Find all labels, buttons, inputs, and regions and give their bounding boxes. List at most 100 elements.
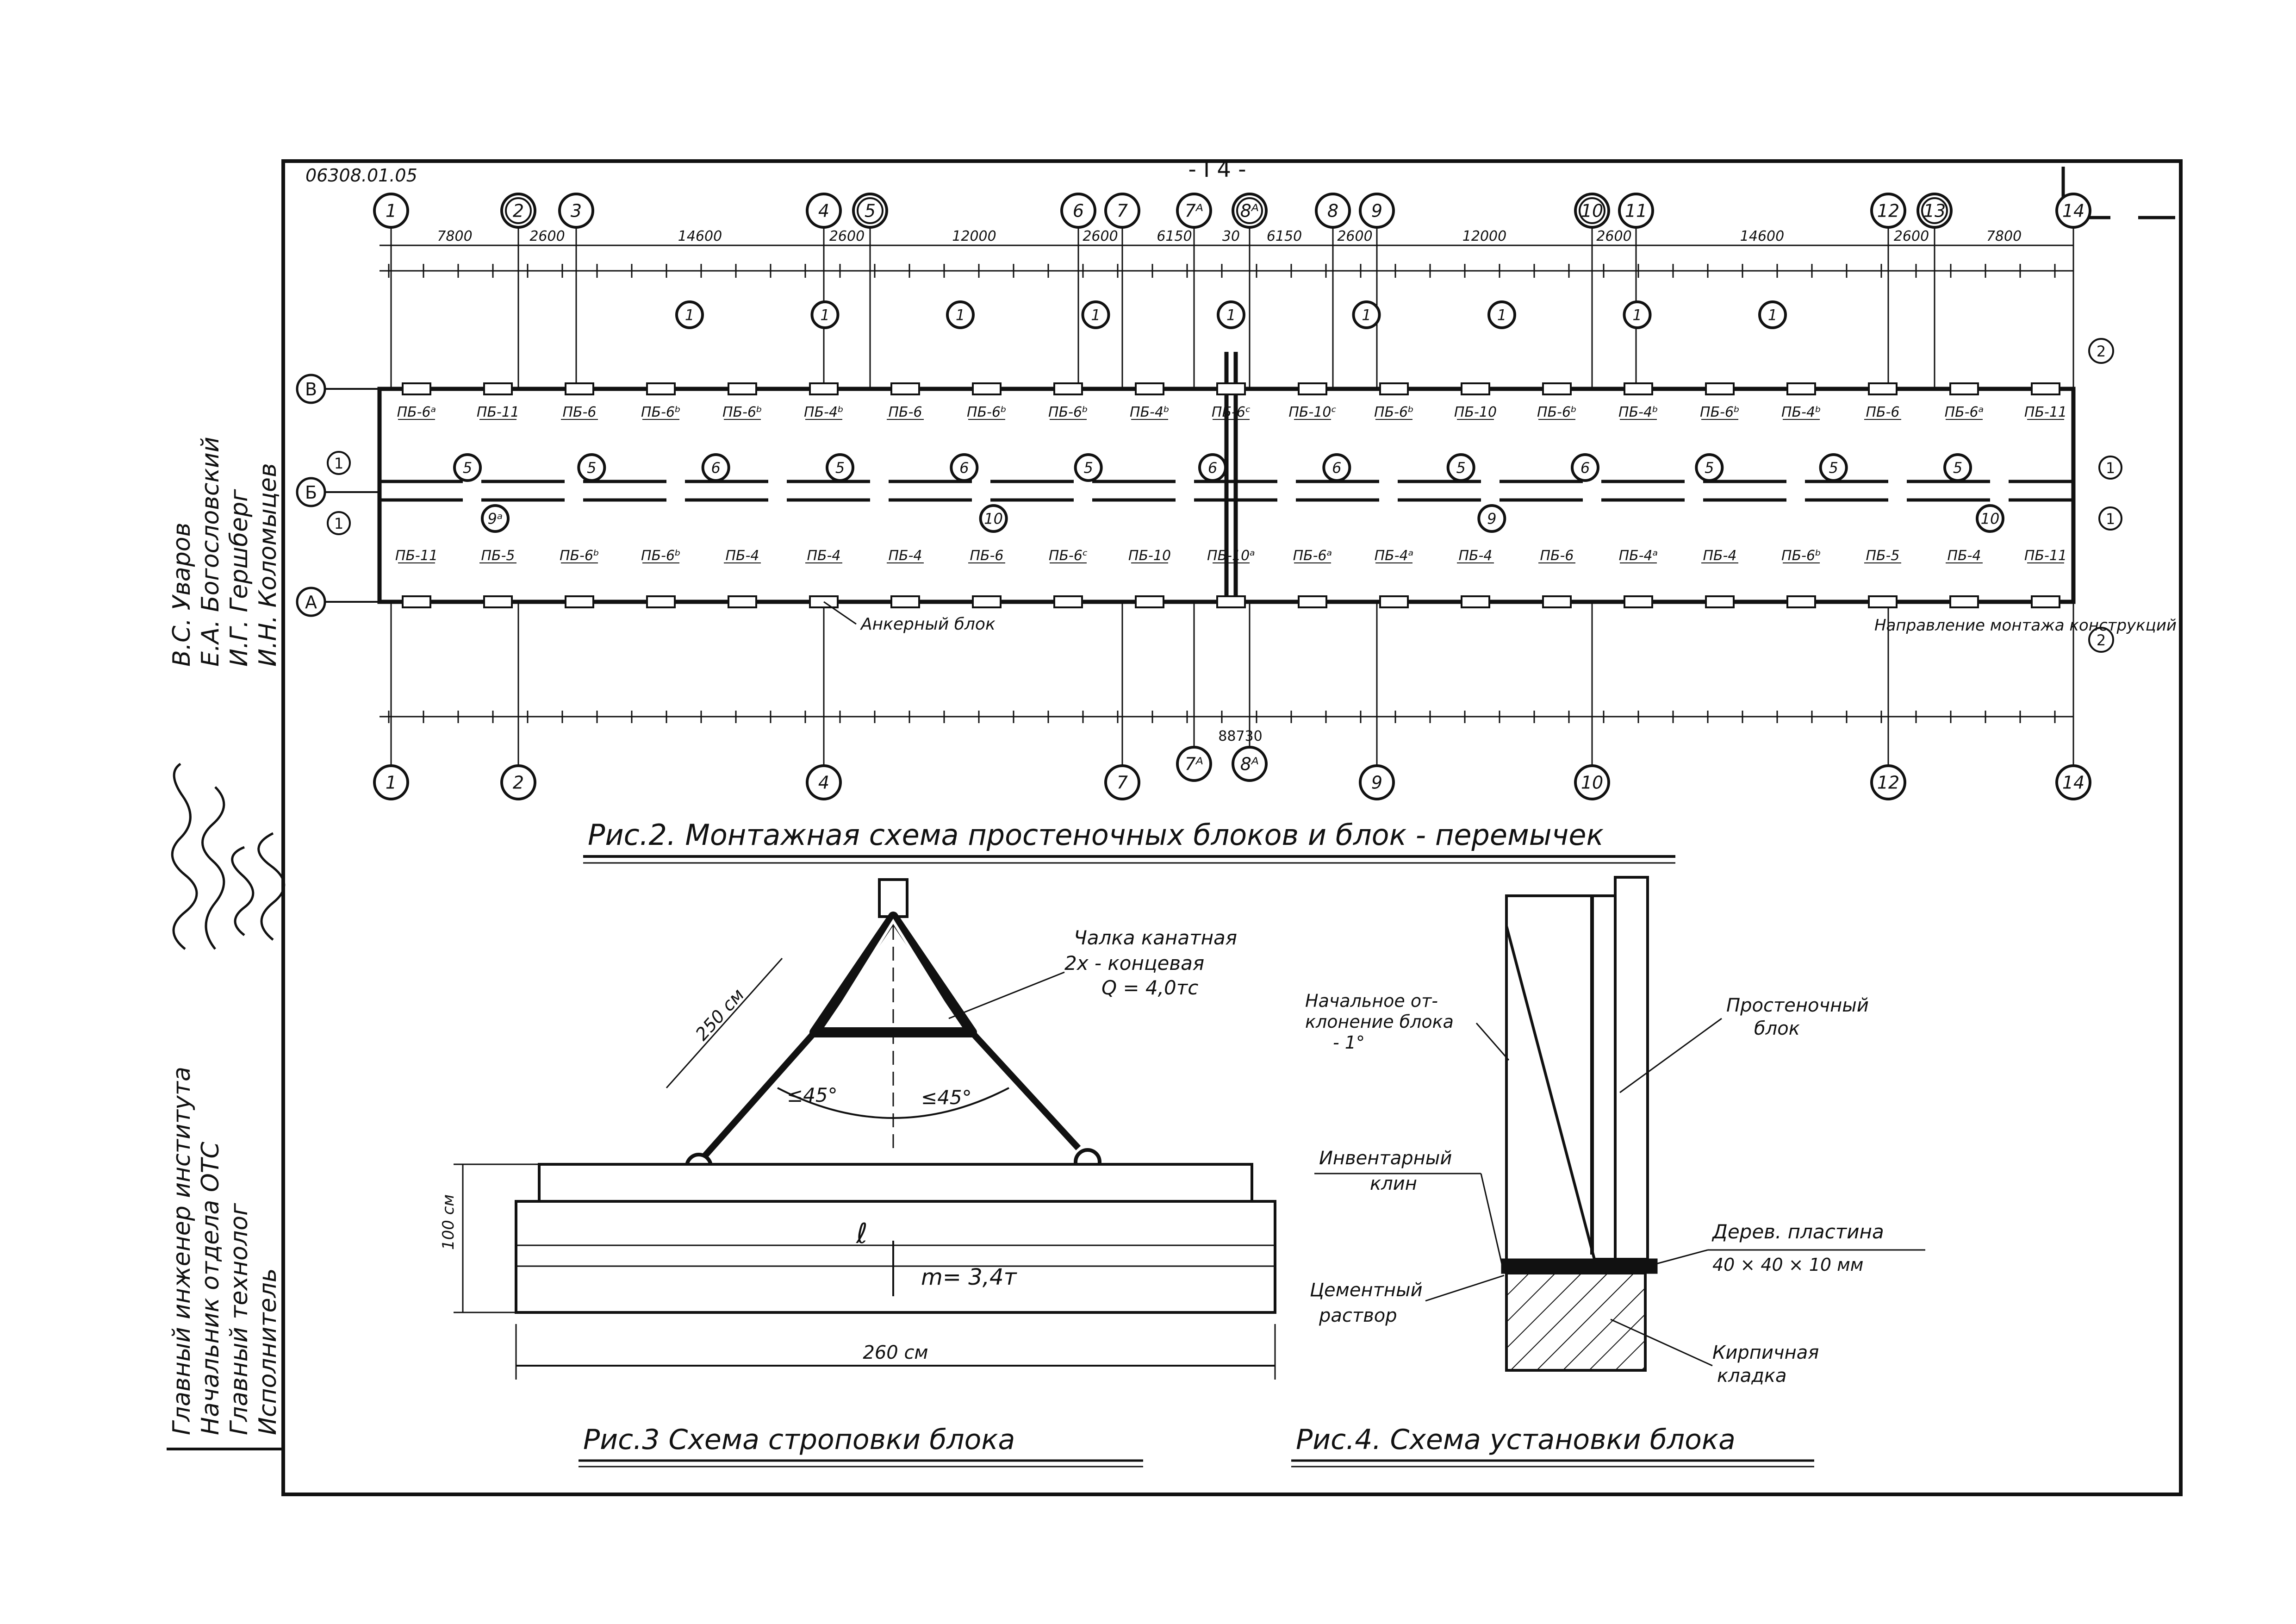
top-dim-13: 14600 [1740, 228, 1784, 244]
top-beam-mark-9: 1 [1758, 300, 1787, 329]
svg-text:8ᴬ: 8ᴬ [1240, 201, 1259, 221]
top-block-label-14: ПБ-10 [1454, 404, 1497, 420]
top-block-label-11: ПБ-6ᶜ [1212, 404, 1251, 420]
fig4-installation: Начальное от- клонение блока - 1° Просте… [1291, 876, 1925, 1468]
signature-4 [257, 832, 286, 941]
top-dim-12: 2600 [1596, 228, 1631, 244]
signature-3 [231, 846, 255, 936]
top-block-label-8: ПБ-6ᵇ [967, 404, 1007, 420]
bottom-block-label-5: ПБ-4 [725, 548, 759, 564]
svg-text:2: 2 [2097, 343, 2106, 360]
svg-text:1: 1 [386, 773, 397, 793]
corridor-mark-13: 5 [1943, 453, 1972, 482]
svg-text:14: 14 [2062, 201, 2084, 221]
anchor-block-label: Анкерный блок [860, 615, 996, 634]
svg-text:8ᴬ: 8ᴬ [1240, 754, 1259, 775]
approval-name-4: И.Н. Коломыцев [254, 463, 282, 667]
bottom-block-label-2: ПБ-5 [481, 548, 515, 564]
side-mark-left-1: 1 [327, 451, 351, 475]
svg-text:5: 5 [587, 459, 596, 477]
bottom-axis-8: 10 [1574, 764, 1610, 800]
mortar-label-1: Цементный [1310, 1280, 1423, 1301]
bottom-block-label-7: ПБ-4 [888, 548, 922, 564]
svg-text:14: 14 [2062, 773, 2084, 793]
svg-text:А: А [305, 592, 317, 612]
svg-text:10: 10 [1581, 201, 1603, 221]
bottom-block-label-1: ПБ-11 [395, 548, 438, 564]
svg-text:5: 5 [1953, 459, 1962, 477]
approval-name-3: И.Г. Гершберг [225, 489, 253, 667]
bottom-mark-1: 9ᵃ [481, 504, 510, 533]
top-block-label-5: ПБ-6ᵇ [722, 404, 762, 420]
dimension-ticks [388, 264, 2056, 723]
top-dim-4: 2600 [829, 228, 865, 244]
svg-text:5: 5 [1083, 459, 1093, 477]
top-dim-14: 2600 [1894, 228, 1929, 244]
svg-text:1: 1 [1497, 306, 1506, 324]
fig3-caption: Рис.3 Схема строповки блока [583, 1424, 1015, 1456]
approval-role-4: Исполнитель [254, 1268, 282, 1436]
svg-text:5: 5 [1705, 459, 1714, 477]
top-beam-mark-6: 1 [1352, 300, 1381, 329]
top-beam-mark-5: 1 [1217, 300, 1245, 329]
masonry-label-2: кладка [1717, 1365, 1787, 1387]
corridor-mark-4: 5 [826, 453, 854, 482]
svg-text:1: 1 [685, 306, 694, 324]
svg-text:1: 1 [1362, 306, 1371, 324]
svg-text:9: 9 [1371, 201, 1382, 221]
ref-mark-right-bottom: 2 [2088, 627, 2114, 653]
top-axis-16: 14 [2055, 193, 2091, 229]
side-mark-right-1: 1 [2098, 456, 2122, 480]
top-axis-2: 2 [500, 193, 536, 229]
row-axis-a: А [296, 587, 326, 617]
svg-text:8: 8 [1327, 201, 1338, 221]
svg-text:3: 3 [571, 201, 582, 221]
top-axis-13: 11 [1618, 193, 1654, 229]
bottom-mark-4: 10 [1976, 504, 2004, 533]
svg-text:6: 6 [1208, 459, 1217, 477]
block-length: 260 см [863, 1342, 928, 1363]
sling-leg-right [969, 1030, 1081, 1150]
top-block-label-1: ПБ-6ᵃ [397, 404, 436, 420]
bottom-block-label-20: ПБ-4 [1947, 548, 1981, 564]
overall-dimension: 88730 [1218, 728, 1262, 744]
wall-block [1505, 894, 1621, 1261]
svg-text:1: 1 [2106, 459, 2115, 477]
top-dim-8: 30 [1222, 228, 1240, 244]
svg-text:12: 12 [1877, 773, 1899, 793]
bottom-block-label-8: ПБ-6 [970, 548, 1003, 564]
top-beam-mark-7: 1 [1487, 300, 1516, 329]
svg-text:6: 6 [711, 459, 720, 477]
svg-text:1: 1 [2106, 510, 2115, 528]
bottom-mark-3: 9 [1477, 504, 1506, 533]
direction-note: Направление монтажа конструкций [1874, 616, 2177, 635]
bottom-block-label-17: ПБ-4 [1703, 548, 1736, 564]
top-block-label-10: ПБ-4ᵇ [1130, 404, 1170, 420]
row-axis-b: Б [296, 477, 326, 507]
svg-text:9: 9 [1371, 773, 1382, 793]
svg-text:2: 2 [513, 773, 524, 793]
top-axis-11: 9 [1359, 193, 1395, 229]
top-axis-1: 1 [373, 193, 409, 229]
svg-text:5: 5 [1829, 459, 1838, 477]
corridor-mark-11: 5 [1695, 453, 1724, 482]
bottom-axis-5: 7ᴬ [1176, 746, 1212, 782]
bottom-axis-6: 8ᴬ [1232, 746, 1268, 782]
angle-right: ≤45° [921, 1086, 972, 1109]
bottom-block-label-11: ПБ-10ᵃ [1207, 548, 1255, 564]
top-axis-8: 7ᴬ [1176, 193, 1212, 229]
top-axis-3: 3 [558, 193, 594, 229]
sling-type: 2х - концевая [1064, 952, 1204, 974]
svg-text:Б: Б [305, 482, 317, 503]
block-centerline-mark: ℓ [856, 1218, 868, 1250]
corridor-mark-12: 5 [1819, 453, 1848, 482]
sling-capacity: Q = 4,0тс [1101, 976, 1198, 999]
top-dim-1: 7800 [437, 228, 472, 244]
row-axis-v: В [296, 374, 326, 404]
approval-role-3: Главный технолог [225, 1203, 253, 1435]
